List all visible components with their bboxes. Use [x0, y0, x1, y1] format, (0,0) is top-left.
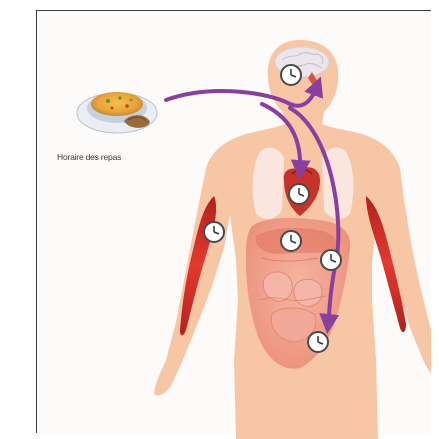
- clock-icon: [289, 184, 309, 204]
- clock-icon: [308, 332, 328, 352]
- meal-schedule-caption: Horaire des repas: [57, 152, 173, 162]
- clock-icon: [281, 231, 301, 251]
- clock-icon: [281, 65, 301, 85]
- clock-icon: [321, 250, 341, 270]
- soup-plate-icon: [77, 92, 157, 133]
- clock-icon: [204, 222, 224, 242]
